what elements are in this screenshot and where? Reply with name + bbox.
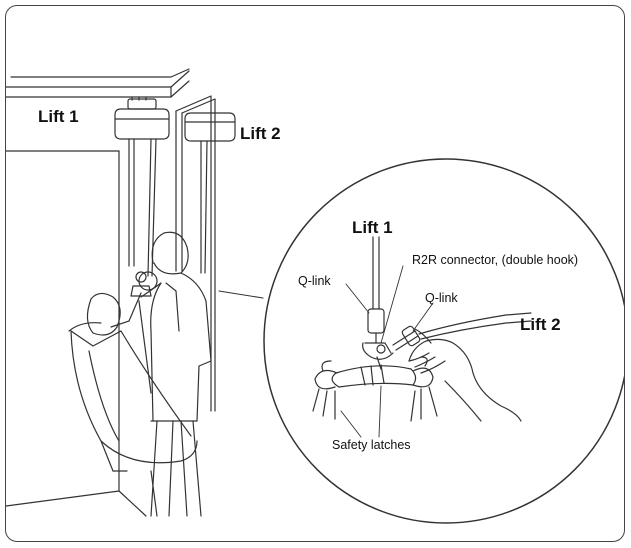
- label-detail-lift-1: Lift 1: [352, 218, 393, 238]
- lift-2-unit: [185, 113, 235, 141]
- detail-circle: [264, 159, 625, 523]
- detail-lift-1-strap: [373, 237, 379, 309]
- label-r2r-connector: R2R connector, (double hook): [412, 253, 578, 267]
- lift-2-track: [176, 96, 215, 411]
- label-safety-latches: Safety latches: [332, 438, 411, 452]
- detail-spreader-bar: [332, 365, 415, 387]
- label-q-link-left: Q-link: [298, 274, 331, 288]
- callout-leaders: [341, 266, 433, 437]
- room-walls: [6, 69, 189, 516]
- detail-leader-line: [219, 291, 263, 298]
- label-lift-2: Lift 2: [240, 124, 281, 144]
- lift-1-unit: [115, 97, 169, 139]
- label-q-link-right: Q-link: [425, 291, 458, 305]
- detail-q-link-left: [368, 309, 384, 343]
- detail-hand: [409, 329, 521, 421]
- patient-in-sling: [69, 293, 197, 516]
- hook-assembly-main: [131, 272, 157, 296]
- detail-lift-2-strap: [419, 313, 531, 339]
- detail-q-link-right: [393, 325, 421, 350]
- detail-safety-latch-left: [313, 361, 337, 419]
- diagram-frame: Lift 1 Lift 2 Lift 1 R2R connector, (dou…: [5, 5, 625, 542]
- label-lift-1: Lift 1: [38, 107, 79, 127]
- detail-r2r-connector: [363, 343, 393, 369]
- label-detail-lift-2: Lift 2: [520, 315, 561, 335]
